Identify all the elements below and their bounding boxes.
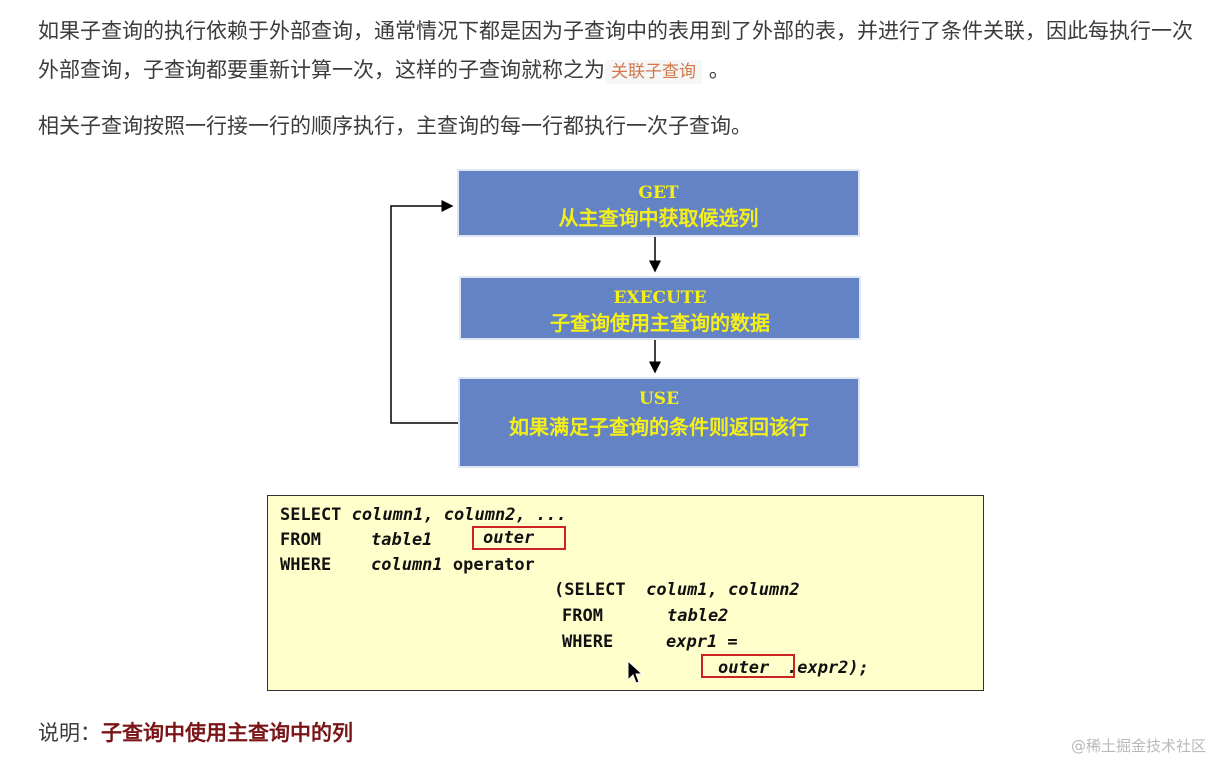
select-columns: column1, column2, ... bbox=[351, 505, 567, 525]
outer-alias-highlight bbox=[472, 526, 566, 550]
column1-ref: column1 bbox=[371, 555, 443, 575]
note-emphasis: 子查询中使用主查询中的列 bbox=[101, 721, 353, 745]
get-description: 从主查询中获取候选列 bbox=[558, 206, 759, 230]
expr2-ref: .expr2); bbox=[787, 658, 869, 678]
paragraph-execution-order: 相关子查询按照一行接一行的顺序执行，主查询的每一行都执行一次子查询。 bbox=[38, 114, 752, 138]
mouse-cursor-icon bbox=[627, 660, 643, 684]
use-description: 如果满足子查询的条件则返回该行 bbox=[509, 415, 809, 439]
subquery-from-line: FROM bbox=[562, 604, 603, 628]
subquery-select-line: (SELECT colum1, column2 bbox=[554, 578, 800, 602]
kw-select: SELECT bbox=[280, 505, 342, 525]
where-condition: column1 operator bbox=[371, 553, 535, 577]
code-line-2: FROM bbox=[280, 528, 321, 552]
outer-ref-highlight bbox=[701, 654, 795, 678]
inline-code-term: 关联子查询 bbox=[605, 60, 702, 84]
kw-where: WHERE bbox=[280, 555, 332, 575]
arrow-loop-back bbox=[390, 200, 458, 424]
kw-subfrom: FROM bbox=[562, 606, 603, 626]
code-line-3: WHERE bbox=[280, 553, 331, 577]
outer-alias: outer bbox=[483, 528, 535, 548]
flow-box-get: GET 从主查询中获取候选列 bbox=[457, 169, 860, 237]
subquery-where-line: WHERE bbox=[562, 630, 613, 654]
execute-keyword: EXECUTE bbox=[613, 288, 707, 308]
subquery-columns: colum1, column2 bbox=[646, 580, 800, 600]
table1-name: table1 bbox=[371, 530, 433, 550]
outer-ref: outer bbox=[718, 658, 770, 678]
get-keyword: GET bbox=[638, 183, 679, 203]
explanation-note: 说明：子查询中使用主查询中的列 bbox=[38, 716, 353, 750]
execute-description: 子查询使用主查询的数据 bbox=[550, 311, 770, 335]
flow-box-execute: EXECUTE 子查询使用主查询的数据 bbox=[459, 276, 861, 340]
flow-box-use: USE 如果满足子查询的条件则返回该行 bbox=[458, 377, 860, 468]
intro-period: 。 bbox=[708, 58, 730, 82]
use-keyword: USE bbox=[638, 389, 680, 409]
operator-text: operator bbox=[452, 555, 535, 575]
note-label: 说明： bbox=[38, 721, 101, 745]
expr1-condition: expr1 = bbox=[666, 632, 738, 652]
intro-text: 如果子查询的执行依赖于外部查询，通常情况下都是因为子查询中的表用到了外部的表，并… bbox=[38, 19, 1193, 82]
kw-subwhere: WHERE bbox=[562, 632, 614, 652]
intro-paragraph: 如果子查询的执行依赖于外部查询，通常情况下都是因为子查询中的表用到了外部的表，并… bbox=[38, 12, 1206, 92]
table2-name: table2 bbox=[667, 606, 729, 626]
kw-from: FROM bbox=[280, 530, 321, 550]
code-line-1: SELECT column1, column2, ... bbox=[280, 503, 567, 527]
kw-subselect: (SELECT bbox=[554, 580, 626, 600]
watermark: @稀土掘金技术社区 bbox=[1070, 737, 1206, 755]
sql-code-block: SELECT column1, column2, ... FROM table1… bbox=[267, 495, 984, 691]
